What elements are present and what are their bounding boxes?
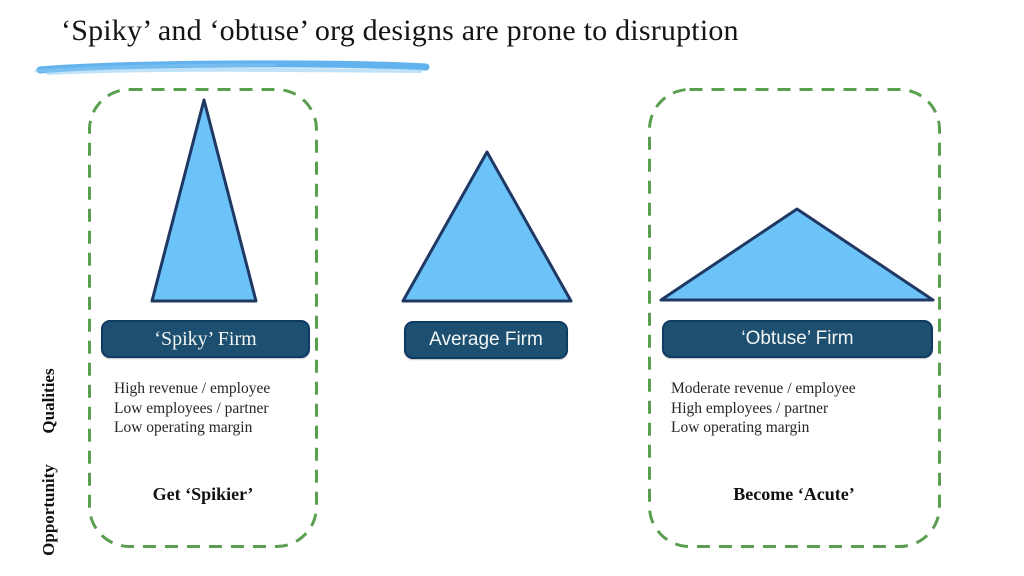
quality-line: Low operating margin [671,419,810,437]
quality-line: High employees / partner [671,399,829,417]
spiky-qualities-list: High revenue / employee Low employees / … [114,379,324,438]
spiky-opportunity-label: Get ‘Spikier’ [152,484,254,504]
slide-title: ‘Spiky’ and ‘obtuse’ org designs are pro… [61,14,739,47]
quality-line: High revenue / employee [114,380,271,397]
quality-line: Low operating margin [114,419,253,437]
obtuse-opportunity-label: Become ‘Acute’ [733,484,855,504]
quality-line: Moderate revenue / employee [671,380,856,397]
obtuse-qualities-list: Moderate revenue / employee High employe… [671,379,911,438]
spiky-firm-label: ‘Spiky’ Firm [154,327,257,350]
obtuse-triangle [659,207,935,302]
average-firm-label-pill: Average Firm [404,321,568,359]
spiky-group-dashed-box [88,88,318,548]
quality-line: Low employees / partner [114,399,269,417]
average-triangle [401,150,573,303]
opportunity-axis-label: Opportunity [39,464,58,556]
spiky-triangle [150,98,258,303]
qualities-axis-label: Qualities [39,368,58,434]
obtuse-firm-label-pill: ‘Obtuse’ Firm [662,320,933,358]
obtuse-group-dashed-box [648,88,941,548]
average-firm-label: Average Firm [429,329,543,350]
spiky-firm-label-pill: ‘Spiky’ Firm [101,320,310,358]
obtuse-firm-label: ‘Obtuse’ Firm [741,328,854,349]
title-brush-underline [34,60,430,75]
